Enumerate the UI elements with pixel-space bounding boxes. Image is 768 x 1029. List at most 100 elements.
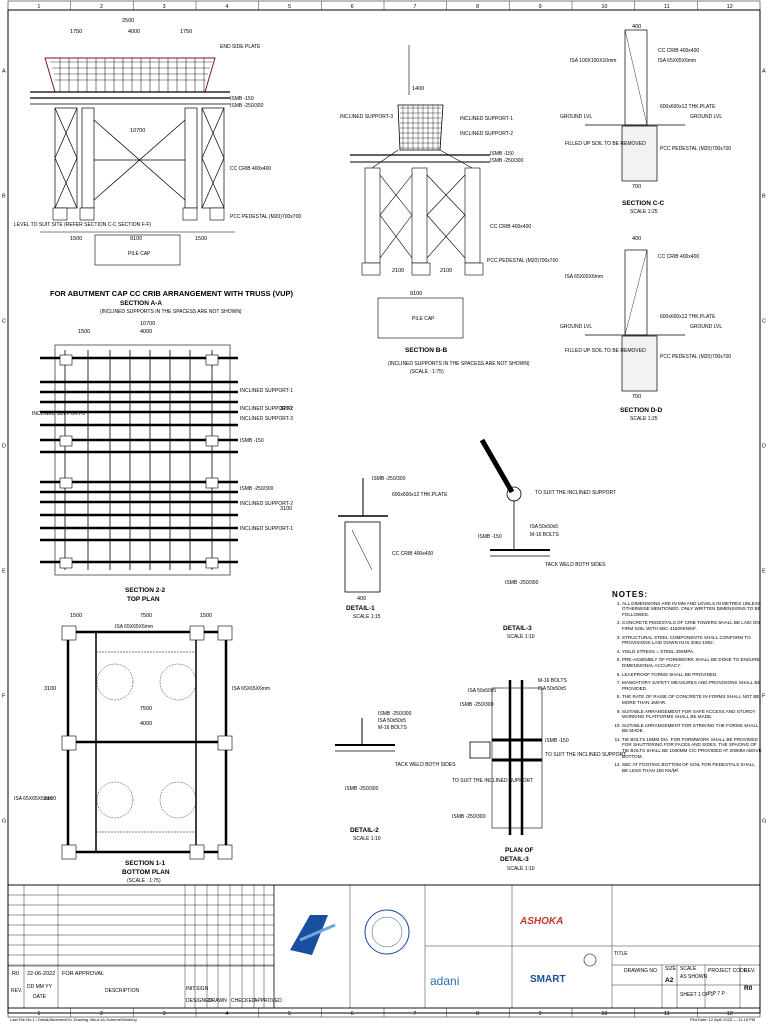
svg-text:ISA 50x50x5: ISA 50x50x5 (468, 688, 496, 694)
svg-text:CC CRIB 400x400: CC CRIB 400x400 (658, 254, 699, 260)
svg-text:700: 700 (632, 184, 641, 190)
seal-logo (364, 909, 410, 955)
svg-text:SCALE 1:10: SCALE 1:10 (507, 634, 535, 640)
svg-text:400: 400 (357, 596, 366, 602)
svg-text:FOR APPROVAL: FOR APPROVAL (62, 971, 104, 977)
svg-text:GROUND LVL: GROUND LVL (690, 324, 722, 330)
svg-text:INCLINED SUPPORT-3: INCLINED SUPPORT-3 (340, 114, 393, 120)
svg-text:(INCLINED SUPPORTS IN THE SPAC: (INCLINED SUPPORTS IN THE SPACESS ARE NO… (388, 361, 530, 367)
svg-text:P P 7 P: P P 7 P (708, 991, 725, 997)
grid-row-G: G (2, 819, 6, 825)
grid-col-bottom-6: 6 (351, 1011, 354, 1017)
elevation-title: FOR ABUTMENT CAP CC CRIB ARRANGEMENT WIT… (50, 289, 294, 298)
detail-2-title: DETAIL-2 (350, 827, 379, 834)
notes-list: All dimensions are in mm and levels in m… (612, 601, 762, 774)
svg-text:INCLINED SUPPORT-3: INCLINED SUPPORT-3 (240, 416, 293, 422)
svg-text:INCLINED SUPPORT-1: INCLINED SUPPORT-1 (460, 116, 513, 122)
svg-text:ISMB -250/300: ISMB -250/300 (490, 158, 524, 164)
section-11-title: SECTION 1-1 (125, 860, 165, 867)
svg-text:DESIGNED: DESIGNED (186, 998, 213, 1004)
svg-text:ISA 100X100X10mm: ISA 100X100X10mm (570, 58, 616, 64)
svg-text:ISA 50x50x5: ISA 50x50x5 (538, 686, 566, 692)
svg-text:ISMB -250/300: ISMB -250/300 (378, 711, 412, 717)
svg-text:SHEET 1 OF 1: SHEET 1 OF 1 (680, 992, 713, 998)
grid-row-right-E: E (762, 569, 766, 575)
svg-text:TACK WELD BOTH SIDES: TACK WELD BOTH SIDES (395, 762, 456, 768)
detail-2: ISMB -250/300 ISA 50x50x5 M-16 BOLTS TAC… (335, 711, 456, 842)
svg-text:22-06-2022: 22-06-2022 (27, 971, 55, 977)
svg-text:A2: A2 (665, 977, 674, 984)
svg-text:1750: 1750 (180, 29, 192, 35)
note-item: Pre-assembly of formwork shall be done t… (622, 657, 762, 668)
svg-text:ISA 65X65X6mm: ISA 65X65X6mm (232, 686, 270, 692)
section-dd-title: SECTION D-D (620, 407, 663, 414)
section-dd-view: 400 700 CC CRIB 400x400 ISA 65X65X6mm 60… (560, 236, 731, 422)
svg-text:REV.: REV. (11, 988, 22, 994)
grid-row-A: A (2, 69, 6, 75)
svg-text:DETAIL-3: DETAIL-3 (500, 856, 529, 863)
svg-text:9100: 9100 (130, 236, 142, 242)
section-bb-title: SECTION B-B (405, 347, 448, 354)
svg-text:CHECKED: CHECKED (231, 998, 256, 1004)
svg-text:FILLED UP SOIL TO BE REMOVED: FILLED UP SOIL TO BE REMOVED (565, 348, 646, 354)
svg-text:SCALE 1:10: SCALE 1:10 (507, 866, 535, 872)
note-item: Structural steel components shall confor… (622, 635, 762, 646)
svg-text:3100: 3100 (280, 406, 292, 412)
svg-text:SCALE 1:25: SCALE 1:25 (630, 416, 658, 422)
svg-text:ISA 65X65X6mm: ISA 65X65X6mm (565, 274, 603, 280)
svg-text:2500: 2500 (122, 18, 134, 24)
svg-text:CC CRIB 400x400: CC CRIB 400x400 (392, 551, 433, 557)
svg-text:PCC PEDESTAL (M20)700x700: PCC PEDESTAL (M20)700x700 (230, 214, 301, 220)
grid-col-2: 2 (100, 4, 103, 10)
svg-text:FILLED UP SOIL TO BE REMOVED: FILLED UP SOIL TO BE REMOVED (565, 141, 646, 147)
svg-text:SCALE 1:25: SCALE 1:25 (630, 209, 658, 215)
grid-col-bottom-4: 4 (225, 1011, 228, 1017)
svg-text:ISA 50x50x5: ISA 50x50x5 (530, 524, 558, 530)
svg-text:BOTTOM PLAN: BOTTOM PLAN (122, 869, 170, 876)
grid-col-bottom-12: 12 (727, 1011, 733, 1017)
title-block: R0 22-06-2022 FOR APPROVAL REV. DD MM YY… (7, 884, 761, 1009)
svg-text:ISA 50x50x5: ISA 50x50x5 (378, 718, 406, 724)
svg-text:1500: 1500 (200, 613, 212, 619)
svg-text:ISMB -250/300: ISMB -250/300 (460, 702, 494, 708)
svg-text:M-16 BOLTS: M-16 BOLTS (378, 725, 407, 731)
svg-text:600x600x12 THK.PLATE: 600x600x12 THK.PLATE (660, 104, 716, 110)
svg-text:ISMB -150: ISMB -150 (490, 151, 514, 157)
svg-text:700: 700 (632, 394, 641, 400)
svg-text:REV.: REV. (744, 968, 755, 974)
svg-text:SCALE 1:10: SCALE 1:10 (353, 836, 381, 842)
grid-col-6: 6 (351, 4, 354, 10)
grid-col-bottom-1: 1 (37, 1011, 40, 1017)
svg-text:ISMB -250/300: ISMB -250/300 (452, 814, 486, 820)
svg-text:DRAWING NO.: DRAWING NO. (624, 968, 658, 974)
section-22-plan: 1500 4000 10700 INCLINED SUPPORT-1 INCLI… (32, 321, 293, 603)
svg-text:400: 400 (632, 236, 641, 242)
svg-text:TOP PLAN: TOP PLAN (127, 596, 160, 603)
svg-text:R0: R0 (12, 971, 19, 977)
svg-text:TO SUIT THE INCLINED SUPPORT: TO SUIT THE INCLINED SUPPORT (452, 778, 533, 784)
svg-text:(INCLINED SUPPORTS IN THE SPAC: (INCLINED SUPPORTS IN THE SPACESS ARE NO… (100, 309, 242, 315)
svg-text:7500: 7500 (140, 706, 152, 712)
svg-text:CC CRIB 400x400: CC CRIB 400x400 (230, 166, 271, 172)
grid-row-B: B (2, 194, 6, 200)
section-22-title: SECTION 2-2 (125, 587, 165, 594)
section-11-plan: 1500 7500 1500 4000 7500 ISA 65X65X6mm I… (14, 613, 270, 884)
ashoka-logo: ASHOKA (519, 916, 563, 927)
grid-col-bottom-2: 2 (100, 1011, 103, 1017)
svg-text:DESCRIPTION: DESCRIPTION (105, 988, 140, 994)
svg-text:1500: 1500 (70, 236, 82, 242)
svg-text:1750: 1750 (70, 29, 82, 35)
svg-text:SIGN: SIGN (196, 986, 209, 992)
svg-text:PCC PEDESTAL (M20)700x700: PCC PEDESTAL (M20)700x700 (487, 258, 558, 264)
svg-text:ISA 65X65X6mm: ISA 65X65X6mm (658, 58, 696, 64)
svg-text:CC CRIB 400x400: CC CRIB 400x400 (490, 224, 531, 230)
svg-text:GROUND LVL: GROUND LVL (560, 324, 592, 330)
note-item: The rate of raise of concrete in forms s… (622, 694, 762, 705)
svg-text:ISMB -250/300: ISMB -250/300 (345, 786, 379, 792)
svg-text:LEVEL TO SUIT SITE (REFER SECT: LEVEL TO SUIT SITE (REFER SECTION C-C SE… (14, 222, 151, 228)
svg-text:TACK WELD BOTH SIDES: TACK WELD BOTH SIDES (545, 562, 606, 568)
plan-detail-3-title: PLAN OF (505, 847, 534, 854)
grid-row-right-G: G (762, 819, 766, 825)
grid-col-11: 11 (664, 4, 670, 10)
